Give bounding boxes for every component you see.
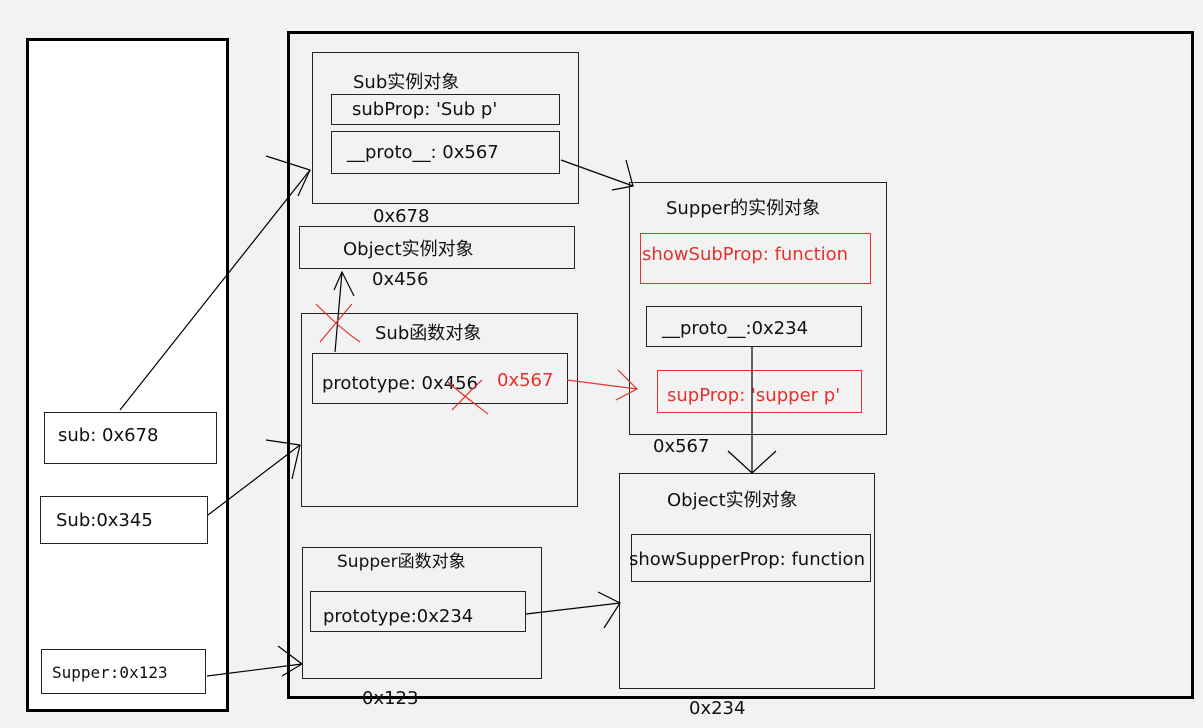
sub-function-prototype-new: 0x567 <box>497 370 554 391</box>
object-instance-bottom-method: showSupperProp: function <box>629 534 871 582</box>
stack-var-Sub-label: Sub:0x345 <box>56 510 153 531</box>
stack-var-Supper-label: Supper:0x123 <box>52 663 168 682</box>
supper-instance-addr: 0x567 <box>653 436 710 457</box>
stack-var-Supper: Supper:0x123 <box>41 649 206 694</box>
sub-instance-addr: 0x678 <box>373 206 430 227</box>
object-instance-top-title: Object实例对象 <box>343 239 474 260</box>
sub-instance-prop: subProp: 'Sub p' <box>331 94 560 125</box>
sub-function-prototype: prototype: 0x456 <box>312 353 568 404</box>
supper-instance-proto-label: __proto__:0x234 <box>662 318 809 339</box>
sub-function-prototype-label: prototype: 0x456 <box>322 373 478 394</box>
supper-function-title: Supper函数对象 <box>337 552 466 572</box>
stack-var-Sub: Sub:0x345 <box>40 496 208 544</box>
object-instance-bottom-method-label: showSupperProp: function <box>629 549 865 570</box>
supper-function-prototype-label: prototype:0x234 <box>323 606 474 627</box>
sub-function-title: Sub函数对象 <box>375 323 482 344</box>
object-instance-bottom-title: Object实例对象 <box>667 490 798 511</box>
object-instance-bottom-addr: 0x234 <box>689 698 746 719</box>
supper-instance-prop-label: supProp: 'supper p' <box>667 385 841 406</box>
sub-instance-object: Sub实例对象 <box>312 52 579 204</box>
stack-var-sub: sub: 0x678 <box>44 412 217 464</box>
sub-function-object: Sub函数对象 <box>301 313 578 507</box>
sub-instance-title: Sub实例对象 <box>353 72 460 93</box>
object-instance-top-addr: 0x456 <box>372 269 429 290</box>
sub-instance-proto: __proto__: 0x567 <box>331 131 560 174</box>
supper-function-prototype: prototype:0x234 <box>310 591 526 632</box>
sub-instance-prop-label: subProp: 'Sub p' <box>352 99 498 120</box>
stack-frame <box>26 38 229 712</box>
supper-instance-object: Supper的实例对象 <box>629 182 887 435</box>
supper-instance-method: showSubProp: function <box>640 233 871 284</box>
stack-var-sub-label: sub: 0x678 <box>58 425 159 446</box>
supper-instance-method-label: showSubProp: function <box>642 244 849 265</box>
supper-instance-proto: __proto__:0x234 <box>646 306 862 347</box>
supper-function-addr: 0x123 <box>362 688 419 709</box>
sub-instance-proto-label: __proto__: 0x567 <box>347 142 499 163</box>
object-instance-top: Object实例对象 <box>299 226 575 269</box>
supper-instance-title: Supper的实例对象 <box>666 198 821 219</box>
supper-instance-prop: supProp: 'supper p' <box>657 370 862 413</box>
